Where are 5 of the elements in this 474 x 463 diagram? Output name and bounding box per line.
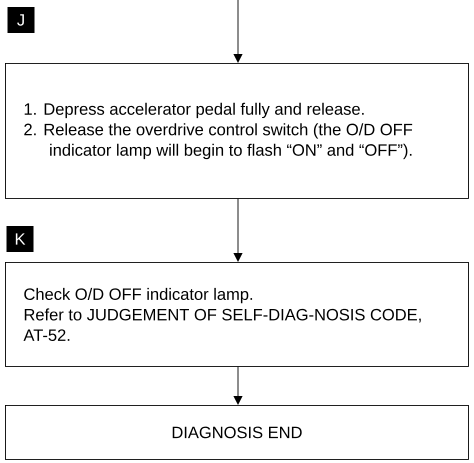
process-box: DIAGNOSIS END [5, 405, 469, 460]
process-box: Check O/D OFF indicator lamp. Refer to JUDGEMENT OF SELF-DIAG-NOSIS CODE, AT-52. [5, 262, 469, 367]
step-letter: J [8, 7, 34, 33]
step-letter: K [6, 226, 34, 252]
process-box: 1. Depress accelerator pedal fully and release. 2. Release the overdrive control switch (the O/D OFF indicator lamp will begin to flash “ON” and “OFF”). [5, 63, 469, 199]
